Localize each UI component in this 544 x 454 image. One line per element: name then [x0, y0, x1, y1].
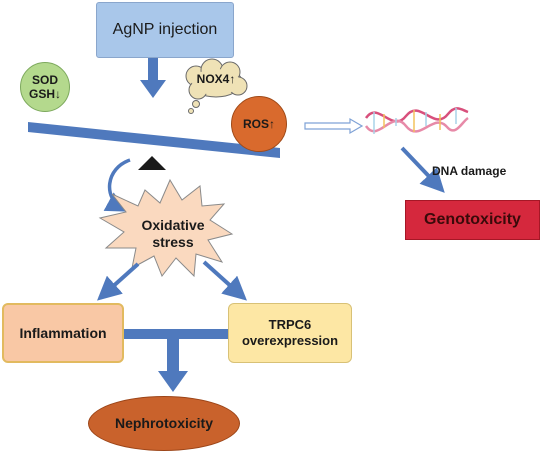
trpc6-label: TRPC6 — [268, 317, 312, 333]
up-arrow-icon: ↑ — [269, 116, 275, 131]
seesaw-fulcrum — [138, 156, 166, 170]
dna-damage-arrow — [400, 146, 445, 193]
sod-label: SOD — [31, 72, 58, 87]
trpc6-box: TRPC6 overexpression — [228, 303, 352, 363]
ros-label: ROS — [242, 116, 269, 131]
ros-circle: ROS↑ — [231, 96, 287, 152]
dna-damage-label: DNA damage — [432, 163, 507, 178]
fulcrum-to-stress-arrow — [103, 158, 131, 212]
nephrotoxicity-arrow — [158, 339, 188, 392]
inflammation-label: Inflammation — [19, 324, 107, 341]
genotoxicity-label: Genotoxicity — [424, 211, 521, 229]
overexpression-label: overexpression — [241, 333, 339, 348]
down-arrow-icon: ↓ — [55, 87, 61, 101]
injection-arrow — [140, 58, 166, 98]
oxidative-stress-burst — [98, 178, 234, 278]
inflammation-box: Inflammation — [2, 303, 124, 363]
nox4-cloud: NOX4↑ — [192, 68, 240, 90]
oxidative-stress-label: Oxidative stress — [130, 214, 216, 254]
stress-text: stress — [152, 234, 194, 250]
sod-gsh-circle: SOD GSH↓ — [20, 62, 70, 112]
nephrotoxicity-label: Nephrotoxicity — [114, 415, 213, 432]
seesaw-beam — [28, 122, 280, 158]
genotoxicity-box: Genotoxicity — [405, 200, 540, 240]
gsh-label: GSH — [28, 87, 55, 101]
dna-helix-image — [364, 107, 469, 134]
connector-bar — [124, 329, 228, 339]
nox4-label: NOX4 — [196, 71, 230, 86]
nephrotoxicity-ellipse: Nephrotoxicity — [88, 396, 240, 451]
oxidative-text: Oxidative — [141, 217, 205, 234]
up-arrow-icon: ↑ — [229, 71, 236, 86]
stress-to-inflammation-arrow — [97, 262, 140, 301]
nox4-cloud-shape — [185, 58, 248, 114]
ros-to-dna-arrow — [304, 117, 364, 135]
stress-to-trpc6-arrow — [202, 260, 247, 301]
agnp-injection-label: AgNP injection — [112, 21, 218, 39]
agnp-injection-box: AgNP injection — [96, 2, 234, 58]
